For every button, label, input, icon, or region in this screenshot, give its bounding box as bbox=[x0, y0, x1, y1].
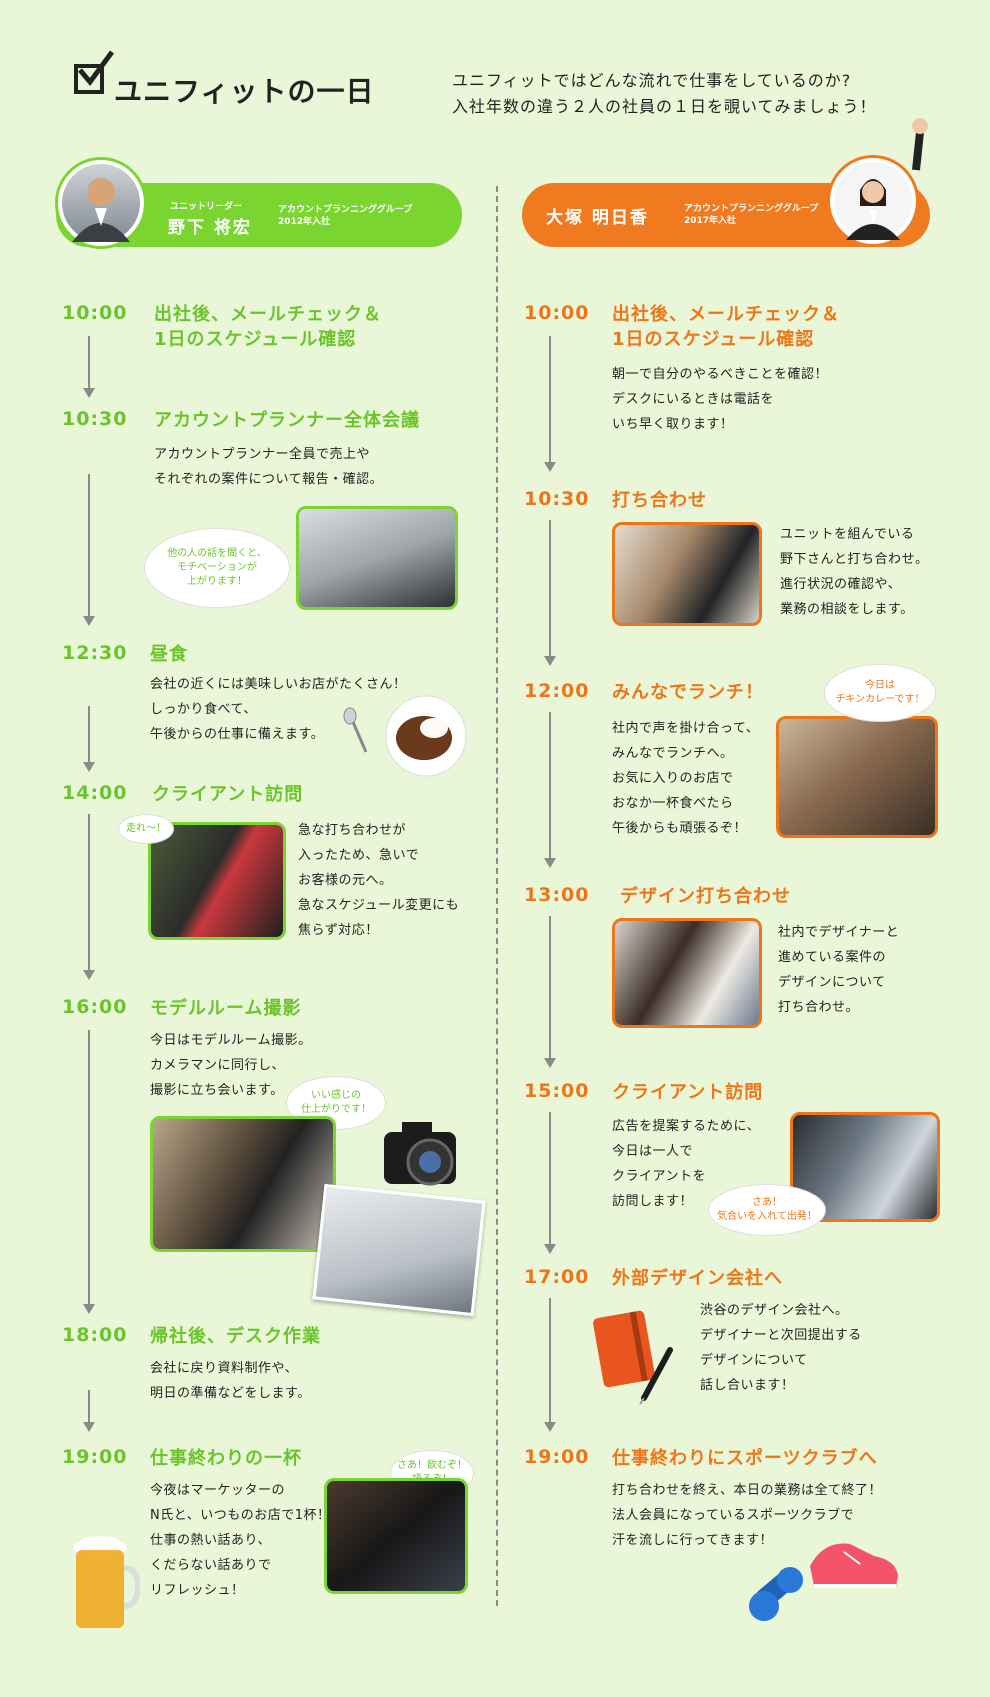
dumbbell-icon bbox=[749, 1567, 803, 1621]
timeline-arrow bbox=[544, 712, 556, 868]
page-intro: ユニフィットではどんな流れで仕事をしているのか? 入社年数の違う２人の社員の１日… bbox=[452, 71, 877, 116]
timeline-arrow bbox=[83, 336, 95, 398]
timeline-arrow bbox=[544, 1298, 556, 1432]
timeline-arrow bbox=[83, 1030, 95, 1314]
meeting-photo bbox=[296, 506, 458, 610]
pen-icon bbox=[639, 1347, 673, 1405]
checkbox-icon bbox=[74, 50, 115, 94]
spoon-icon bbox=[343, 707, 368, 753]
raised-fist-icon bbox=[912, 118, 928, 171]
photo-shoot-photo bbox=[150, 1116, 336, 1252]
speech-bubble: 他の人の話を聞くと、モチベーションが上がります！ bbox=[144, 528, 290, 608]
avatar bbox=[830, 158, 916, 244]
timeline-arrow bbox=[544, 916, 556, 1068]
drinks-photo bbox=[324, 1478, 468, 1594]
timeline-arrow bbox=[544, 520, 556, 666]
timeline-arrow bbox=[83, 474, 95, 626]
speech-bubble: 走れ〜！ bbox=[118, 814, 174, 844]
avatar bbox=[58, 160, 144, 246]
meeting-photo bbox=[612, 522, 762, 626]
client-visit-photo bbox=[148, 822, 286, 940]
beer-icon bbox=[74, 1536, 140, 1628]
sneaker-icon bbox=[810, 1543, 898, 1588]
timeline-arrow bbox=[83, 1390, 95, 1432]
timeline-divider bbox=[496, 186, 498, 1606]
timeline-arrow bbox=[83, 814, 95, 980]
design-meeting-photo bbox=[612, 918, 762, 1028]
timeline-arrow bbox=[544, 1112, 556, 1254]
timeline-arrow bbox=[544, 336, 556, 472]
page-title: ユニフィットの一日 bbox=[114, 75, 375, 108]
model-room-photo bbox=[312, 1183, 486, 1317]
timeline-arrow bbox=[83, 706, 95, 772]
curry-plate-image bbox=[385, 695, 467, 777]
lunch-photo bbox=[776, 716, 938, 838]
speech-bubble: 今日はチキンカレーです！ bbox=[824, 664, 936, 722]
speech-bubble: さあ！気合いを入れて出発！ bbox=[708, 1184, 826, 1236]
camera-icon bbox=[384, 1122, 456, 1186]
notebook-icon bbox=[593, 1310, 655, 1388]
